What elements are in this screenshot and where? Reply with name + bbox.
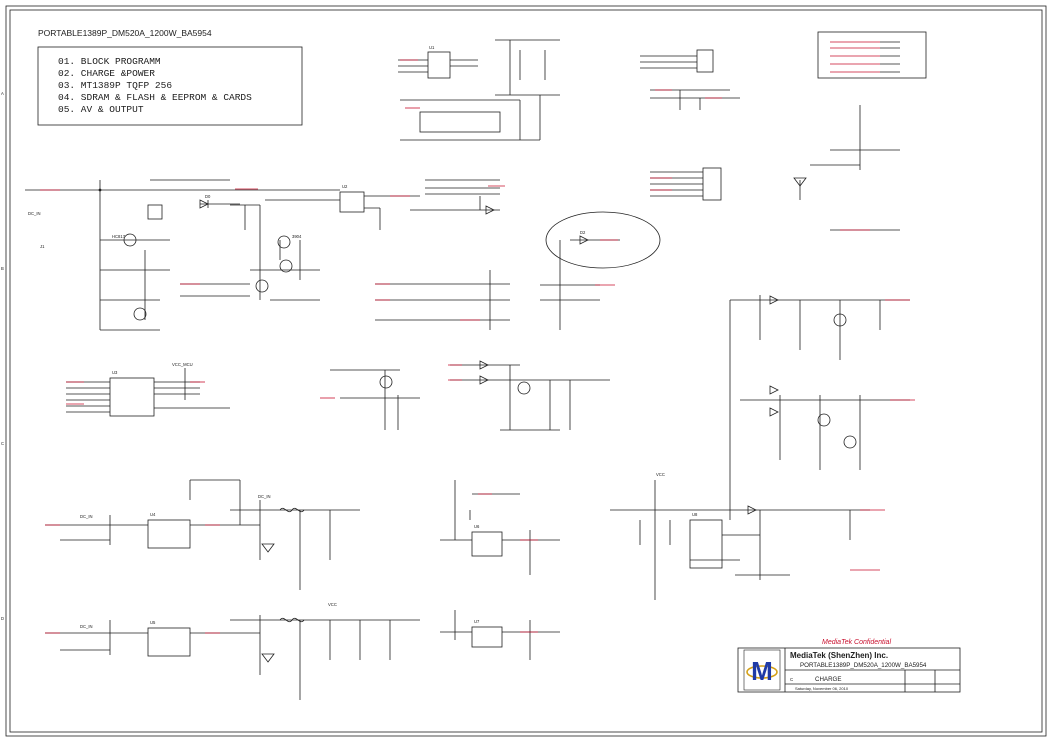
ic-u7 [471, 626, 503, 648]
company-name: MediaTek (ShenZhen) Inc. [790, 651, 888, 660]
buck-dc-in-label: DC_IN [258, 494, 271, 499]
ic-u8 [689, 519, 723, 569]
index-item-5: 05. AV & OUTPUT [58, 104, 144, 115]
index-item-2: 02. CHARGE &POWER [58, 68, 155, 79]
ic-u4 [147, 519, 191, 549]
top-title: PORTABLE1389P_DM520A_1200W_BA5954 [38, 28, 212, 38]
connector-cn1 [696, 49, 714, 73]
sheet-date: Saturday, November 06, 2010 [795, 686, 849, 691]
confidential-label: MediaTek Confidential [822, 639, 891, 646]
frame-row-d: D [1, 616, 4, 621]
ic-u5-label: U5 [150, 620, 156, 625]
optocoupler-icon [147, 204, 163, 220]
ic-u2-label: U2 [342, 184, 348, 189]
ic-u7-label: U7 [474, 619, 480, 624]
diode-d2-label: D2 [580, 230, 586, 235]
ic-u6-label: U6 [474, 524, 480, 529]
u4-dc-in-label: DC_IN [80, 514, 93, 519]
jack-j1-label: J1 [40, 244, 45, 249]
ic-u6 [471, 531, 503, 557]
ic-u3-label: U3 [112, 370, 118, 375]
led-diode-icon [793, 177, 807, 187]
u5-vcc-label: VCC [328, 602, 337, 607]
u5-dc-in-label: DC_IN [80, 624, 93, 629]
ic-u2 [339, 191, 365, 213]
ic-u1 [427, 51, 451, 79]
dc-in-label: DC_IN [28, 211, 41, 216]
vcc-mcu-label: VCC_MCU [172, 362, 193, 367]
ic-u5 [147, 627, 191, 657]
inductor-l1-icon [279, 507, 305, 513]
ic-u4-label: U4 [150, 512, 156, 517]
sheet-inner-frame [9, 9, 1043, 733]
sheet-frame [5, 5, 1047, 737]
mediatek-logo [743, 649, 781, 691]
index-box [37, 46, 303, 126]
highlight-ellipse [545, 211, 661, 269]
connector-cn2 [702, 167, 722, 201]
u8-vcc-label: VCC [656, 472, 665, 477]
project-name: PORTABLE1389P_DM520A_1200W_BA5954 [800, 662, 927, 669]
diode-d2-icon [579, 235, 589, 245]
transistor-q2-icon [279, 259, 293, 273]
svg-text:M: M [751, 656, 773, 686]
transistor-q1-icon [277, 235, 291, 249]
diode-d0-label: D0 [205, 194, 211, 199]
index-item-3: 03. MT1389P TQFP 256 [58, 80, 172, 91]
ic-u3-mcu [109, 377, 155, 417]
frame-row-a: A [1, 91, 4, 96]
frame-row-b: B [1, 266, 4, 271]
part-hc817-label: HC817 [112, 234, 126, 239]
sheet-title: CHARGE [815, 676, 841, 683]
sheet-size: C [790, 677, 794, 682]
part-3904-label: 3904 [292, 234, 302, 239]
index-item-4: 04. SDRAM & FLASH & EEPROM & CARDS [58, 92, 252, 103]
diode-d1-icon [485, 205, 495, 215]
transistor-q3-icon [255, 279, 269, 293]
net-list-box [817, 31, 927, 79]
index-item-1: 01. BLOCK PROGRAMM [58, 56, 161, 67]
frame-row-c: C [1, 441, 4, 446]
ic-u1-label: U1 [429, 45, 435, 50]
ic-u8-label: U8 [692, 512, 698, 517]
